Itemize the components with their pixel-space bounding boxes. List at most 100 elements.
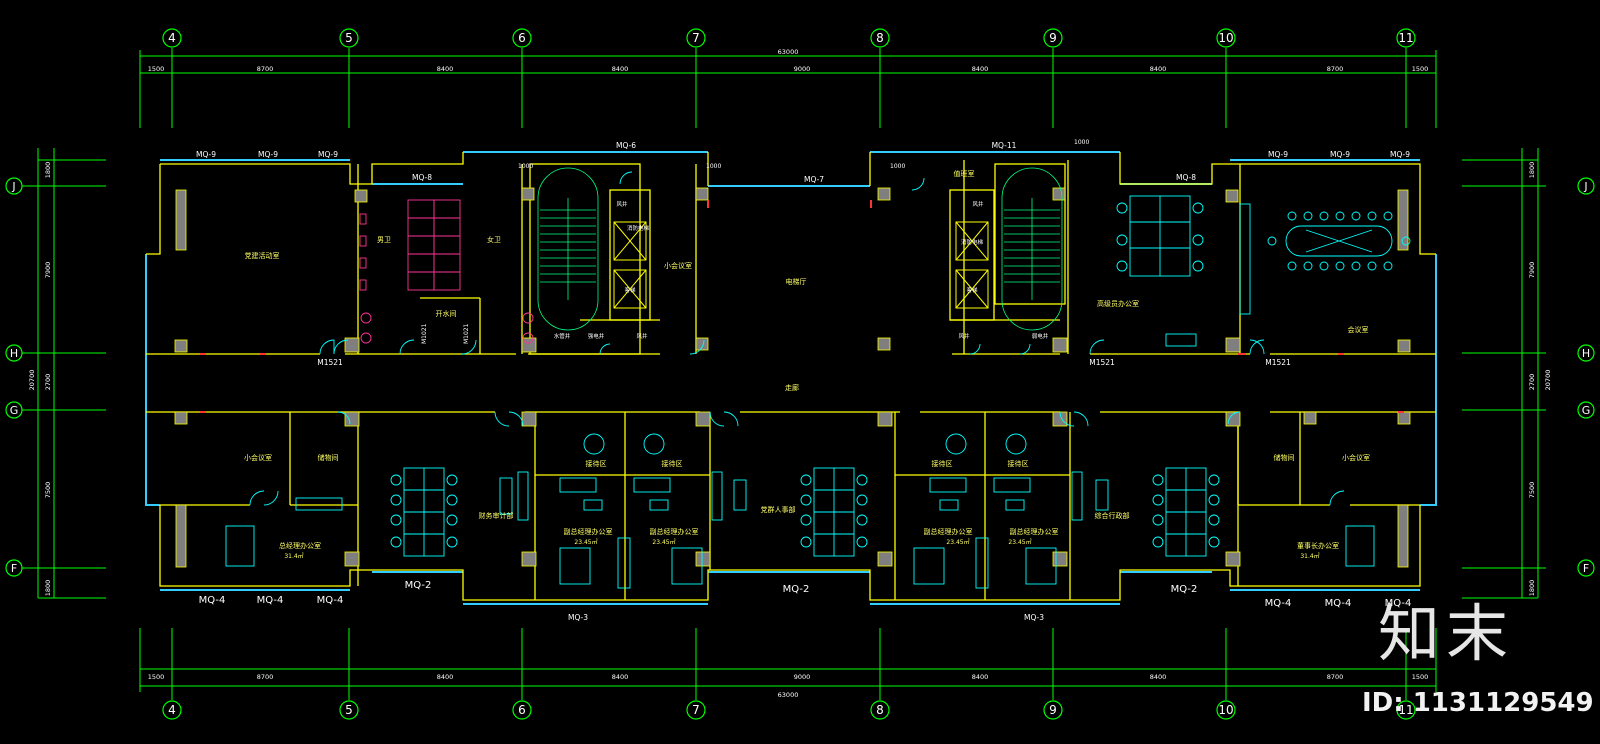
- room-reception-3: 接待区: [932, 459, 953, 468]
- dim-bottom-1: 8700: [257, 673, 274, 681]
- tag-m1521-1: M1521: [317, 358, 343, 367]
- dim-top-5: 8400: [972, 65, 989, 73]
- tag-mq3-2: MQ-3: [1024, 613, 1044, 622]
- room-party-hr: 党群人事部: [761, 505, 796, 514]
- tag-mq11: MQ-11: [992, 141, 1017, 150]
- tag-m1021-2: M1021: [463, 323, 470, 344]
- tag-mq8-2: MQ-8: [1176, 173, 1196, 182]
- room-elevator-hall: 电梯厅: [786, 277, 807, 286]
- room-vgm-4-area: 23.45㎡: [1008, 538, 1031, 546]
- tag-mq4-3: MQ-4: [317, 595, 344, 606]
- dim-left-1: 7900: [44, 262, 52, 279]
- dim-left-2: 2700: [44, 374, 52, 391]
- dimension-lines: [37, 50, 1539, 692]
- room-vgm-3: 副总经理办公室: [924, 527, 973, 536]
- axis-9-bottom: 9: [1049, 703, 1057, 717]
- room-male-wc: 男卫: [377, 236, 391, 244]
- dim-top-2: 8400: [437, 65, 454, 73]
- dim-top-8: 1500: [1412, 65, 1429, 73]
- axis-7-bottom: 7: [692, 703, 700, 717]
- room-senior-office: 高级员办公室: [1097, 299, 1139, 308]
- room-elec-well: 强电井: [588, 332, 605, 340]
- dim-total-top: 63000: [778, 48, 799, 56]
- dim-bottom-6: 8400: [1150, 673, 1167, 681]
- tag-mq9-2: MQ-9: [258, 150, 278, 159]
- dim-top-0: 1500: [148, 65, 165, 73]
- dim-right-0: 1800: [1528, 162, 1536, 179]
- tag-mq9-6: MQ-9: [1390, 150, 1410, 159]
- dim-bottom-4: 9000: [794, 673, 811, 681]
- tag-d1000-1: 1000: [518, 163, 533, 170]
- tag-mq9-5: MQ-9: [1330, 150, 1350, 159]
- room-female-wc: 女卫: [487, 235, 501, 244]
- room-storage-right2: 储物间: [1274, 453, 1295, 462]
- dim-top-6: 8400: [1150, 65, 1167, 73]
- room-fire-elevator-2: 消防电梯: [961, 238, 984, 246]
- room-storage-right: 小会议室: [664, 261, 692, 270]
- room-air-shaft-3: 风井: [972, 200, 984, 208]
- dim-left-4: 1800: [44, 580, 52, 597]
- dim-right-4: 1800: [1528, 580, 1536, 597]
- axis-4-top: 4: [168, 31, 176, 45]
- tag-mq9-1: MQ-9: [196, 150, 216, 159]
- axis-8-top: 8: [876, 31, 884, 45]
- axis-G-left: G: [10, 404, 19, 417]
- axis-H-right: H: [1582, 347, 1590, 360]
- tag-m1521-2: M1521: [1089, 358, 1115, 367]
- tag-d1000-2: 1000: [706, 163, 721, 170]
- tag-mq3-1: MQ-3: [568, 613, 588, 622]
- dim-top-4: 9000: [794, 65, 811, 73]
- furniture: [225, 195, 1411, 589]
- tag-mq7: MQ-7: [804, 175, 824, 184]
- tag-mq9-4: MQ-9: [1268, 150, 1288, 159]
- tag-mq6: MQ-6: [616, 141, 636, 150]
- dim-total-bottom: 63000: [778, 691, 799, 699]
- room-chairman-area: 31.4㎡: [1300, 552, 1319, 560]
- toilet-fixtures: [359, 199, 534, 344]
- room-air-shaft-1: 风井: [616, 200, 628, 208]
- dim-left-0: 1800: [44, 162, 52, 179]
- tag-mq2-1: MQ-2: [405, 580, 432, 591]
- room-small-meeting-right: 小会议室: [1342, 453, 1370, 462]
- room-fire-elevator-1: 消防电梯: [627, 224, 650, 232]
- tag-m1021-1: M1021: [421, 323, 428, 344]
- room-janitor: 开水间: [436, 309, 457, 318]
- room-duty: 值班室: [954, 169, 975, 178]
- room-vgm-2: 副总经理办公室: [650, 527, 699, 536]
- room-vgm-2-area: 23.45㎡: [652, 538, 675, 546]
- axis-9-top: 9: [1049, 31, 1057, 45]
- grid-bubbles: [5, 28, 1595, 720]
- tag-mq8-1: MQ-8: [412, 173, 432, 182]
- room-air-shaft-4: 风井: [958, 332, 970, 340]
- columns: [174, 187, 1411, 568]
- axis-10-bottom: 10: [1218, 703, 1233, 717]
- tag-mq4-4: MQ-4: [1265, 598, 1292, 609]
- room-gm-area: 31.4㎡: [284, 552, 303, 560]
- elevator-shafts: [613, 221, 989, 309]
- tag-m1521-3: M1521: [1265, 358, 1291, 367]
- room-gm-office: 总经理办公室: [279, 541, 321, 550]
- dim-bottom-5: 8400: [972, 673, 989, 681]
- dim-top-1: 8700: [257, 65, 274, 73]
- room-vgm-4: 副总经理办公室: [1010, 527, 1059, 536]
- room-meeting: 会议室: [1348, 325, 1369, 334]
- dim-left-3: 7500: [44, 482, 52, 499]
- axis-H-left: H: [10, 347, 18, 360]
- brand-logo: 知末: [1378, 597, 1515, 670]
- dim-top-3: 8400: [612, 65, 629, 73]
- axis-G-right: G: [1582, 404, 1591, 417]
- room-reception-1: 接待区: [586, 459, 607, 468]
- tag-mq4-6: MQ-4: [1385, 598, 1412, 609]
- dim-right-1: 7900: [1528, 262, 1536, 279]
- tag-mq2-3: MQ-2: [1171, 584, 1198, 595]
- axis-11-bottom: 11: [1398, 703, 1413, 717]
- axis-10-top: 10: [1218, 31, 1233, 45]
- axis-J-right: J: [1583, 180, 1587, 193]
- dim-left-total: 20700: [28, 370, 36, 391]
- room-pipe-well: 水管井: [554, 332, 571, 340]
- axis-8-bottom: 8: [876, 703, 884, 717]
- axis-F-left: F: [11, 562, 17, 575]
- tag-d1000-4: 1000: [1074, 139, 1089, 146]
- axis-J-left: J: [11, 180, 15, 193]
